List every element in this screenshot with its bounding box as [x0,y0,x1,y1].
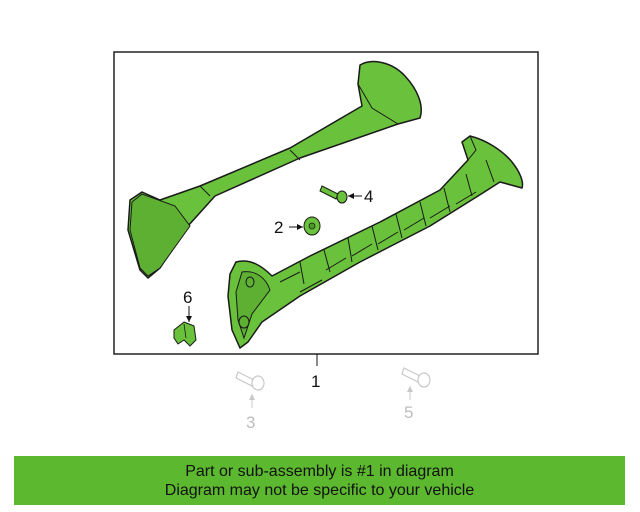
spoiler-base-body [227,135,524,349]
callout-3-arrow [249,394,255,400]
spoiler-cover-part[interactable] [127,60,422,279]
footer-banner: Part or sub-assembly is #1 in diagram Di… [14,456,625,505]
callout-1: 1 [311,372,320,391]
callout-5-arrow [407,386,413,392]
spoiler-base-hole-1 [238,315,250,329]
screw-shaft [319,185,339,200]
screw-part-4[interactable] [319,185,348,204]
callout-6: 6 [183,288,192,307]
bolt-head [251,375,265,391]
clip-part-6[interactable] [173,321,197,347]
spoiler-base-hole-2 [245,276,255,288]
banner-line-2: Diagram may not be specific to your vehi… [164,481,475,499]
spoiler-cover-underside [129,193,191,277]
callout-6-arrow [186,316,192,322]
bolt-part-3[interactable] [235,371,265,391]
spoiler-base-part[interactable] [227,135,524,349]
bolt-shaft [235,371,255,387]
callout-4: 4 [364,187,373,206]
callout-3: 3 [246,413,255,432]
bolt5-shaft [401,367,421,383]
banner-line-1: Part or sub-assembly is #1 in diagram [185,462,454,480]
callout-5: 5 [404,403,413,422]
callout-4-arrow [348,193,354,199]
clip-detail [183,323,187,339]
assembly-frame [113,51,539,355]
bolt5-head [417,372,431,388]
clip-body [173,321,197,347]
callout-2: 2 [274,218,283,237]
spoiler-base-ribs [279,135,495,293]
spoiler-base-inner [235,271,271,340]
nut-hole [308,222,316,230]
screw-head [336,190,348,204]
callout-2-arrow [297,224,303,230]
nut-part-2[interactable] [303,216,321,236]
spoiler-cover-body [127,60,422,279]
bolt-part-5[interactable] [401,367,431,388]
